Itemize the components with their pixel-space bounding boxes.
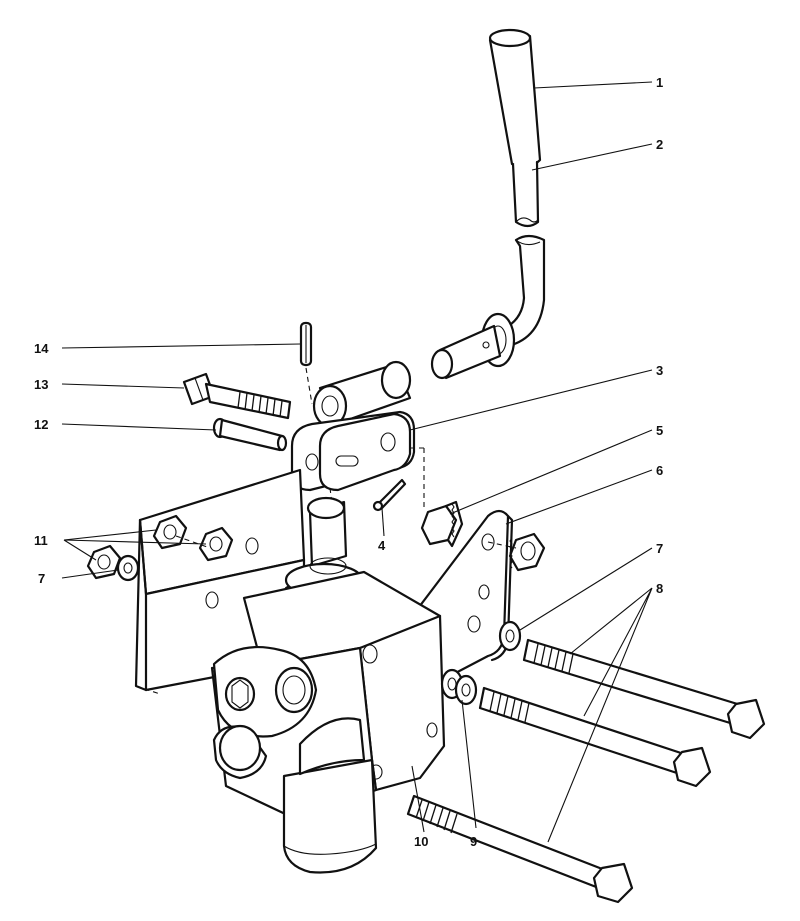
- part-cotter-pin: [372, 478, 407, 512]
- part-link-plates: [290, 410, 425, 521]
- callout-7-left: 7: [38, 571, 45, 586]
- part-long-bolt-top: [522, 638, 766, 740]
- part-handle-grip: [488, 28, 542, 169]
- callout-11: 11: [34, 533, 48, 548]
- part-valve-body: [210, 496, 446, 874]
- part-lever-tube: [430, 160, 546, 380]
- callout-7-right: 7: [656, 541, 663, 556]
- part-clevis-pin: [212, 417, 288, 452]
- callout-1: 1: [656, 75, 663, 90]
- part-washer-right: [498, 620, 522, 652]
- callout-9: 9: [470, 834, 477, 849]
- leader-lines: [61, 81, 653, 843]
- callout-5: 5: [656, 423, 663, 438]
- part-washers-9: [440, 668, 478, 706]
- callout-10: 10: [414, 834, 428, 849]
- callout-2: 2: [656, 137, 663, 152]
- part-lock-nut: [420, 500, 464, 548]
- part-bolt-13: [182, 372, 292, 420]
- callout-6: 6: [656, 463, 663, 478]
- callout-4: 4: [378, 538, 386, 553]
- part-long-bolt-bottom: [406, 794, 634, 904]
- part-pivot-sleeve: [312, 360, 412, 428]
- callout-labels: 1 2 3 4 5 6 7 8 9 10 11 7 12 13 14: [34, 75, 663, 849]
- callout-12: 12: [34, 417, 48, 432]
- part-washer-left: [116, 554, 140, 582]
- callout-13: 13: [34, 377, 48, 392]
- callout-14: 14: [34, 341, 49, 356]
- part-nuts-11: [86, 514, 234, 580]
- callout-3: 3: [656, 363, 663, 378]
- callout-8: 8: [656, 581, 663, 596]
- part-long-bolt-middle: [478, 686, 712, 788]
- part-roll-pin: [299, 321, 313, 405]
